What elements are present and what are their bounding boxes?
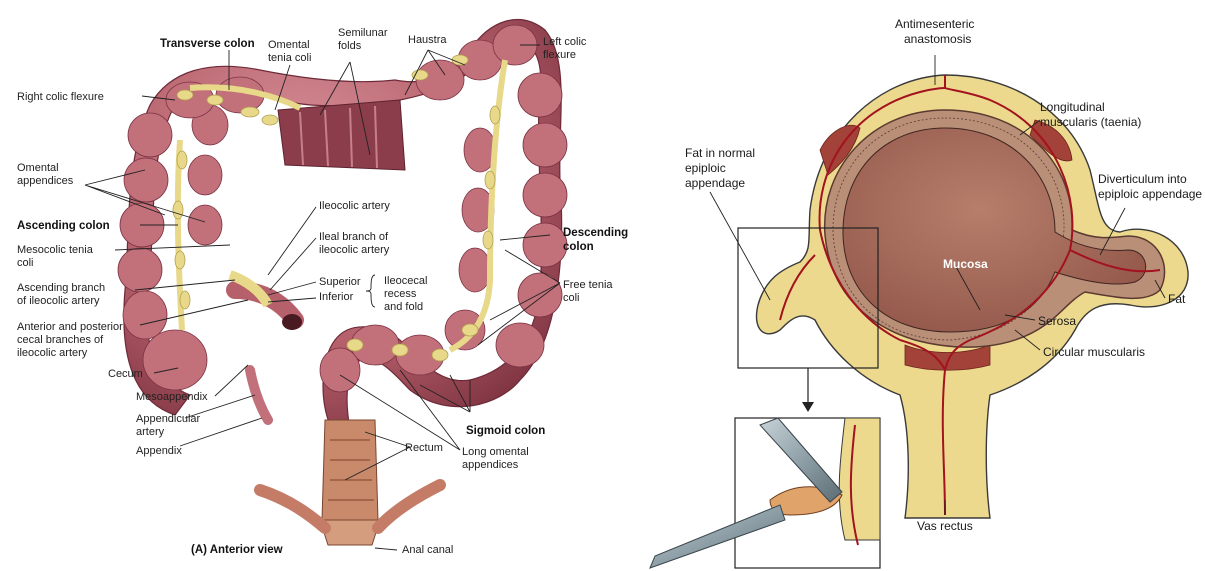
- figure-caption: (A) Anterior view: [191, 544, 283, 556]
- label-superior: Superior: [319, 276, 361, 288]
- label-sigmoid-colon: Sigmoid colon: [466, 425, 545, 437]
- transverse-colon-window: [278, 100, 405, 170]
- label-ileocolic-artery: Ileocolic artery: [319, 200, 390, 212]
- label-rectum: Rectum: [405, 442, 443, 454]
- label-inferior: Inferior: [319, 291, 354, 303]
- label-right-colic-flexure: Right colic flexure: [17, 91, 104, 103]
- label-mesoappendix: Mesoappendix: [136, 391, 208, 403]
- label-anal-canal: Anal canal: [402, 544, 453, 556]
- label-transverse-colon: Transverse colon: [160, 38, 255, 50]
- ileum: [230, 275, 302, 330]
- label-cecum: Cecum: [108, 368, 143, 380]
- zoom-arrow-head: [802, 402, 814, 412]
- label-vas-rectus: Vas rectus: [917, 519, 973, 533]
- label-circular-muscularis: Circular muscularis: [1043, 345, 1145, 359]
- label-serosa: Serosa: [1038, 314, 1076, 328]
- label-appendix: Appendix: [136, 445, 182, 457]
- ileocecal-brace: [366, 275, 375, 307]
- inset-detail: [650, 418, 880, 568]
- appendix: [250, 370, 268, 420]
- label-fat: Fat: [1168, 292, 1186, 306]
- label-mucosa: Mucosa: [943, 257, 988, 271]
- rectum: [260, 420, 440, 545]
- label-haustra: Haustra: [408, 34, 447, 46]
- label-ascending-colon: Ascending colon: [17, 220, 110, 232]
